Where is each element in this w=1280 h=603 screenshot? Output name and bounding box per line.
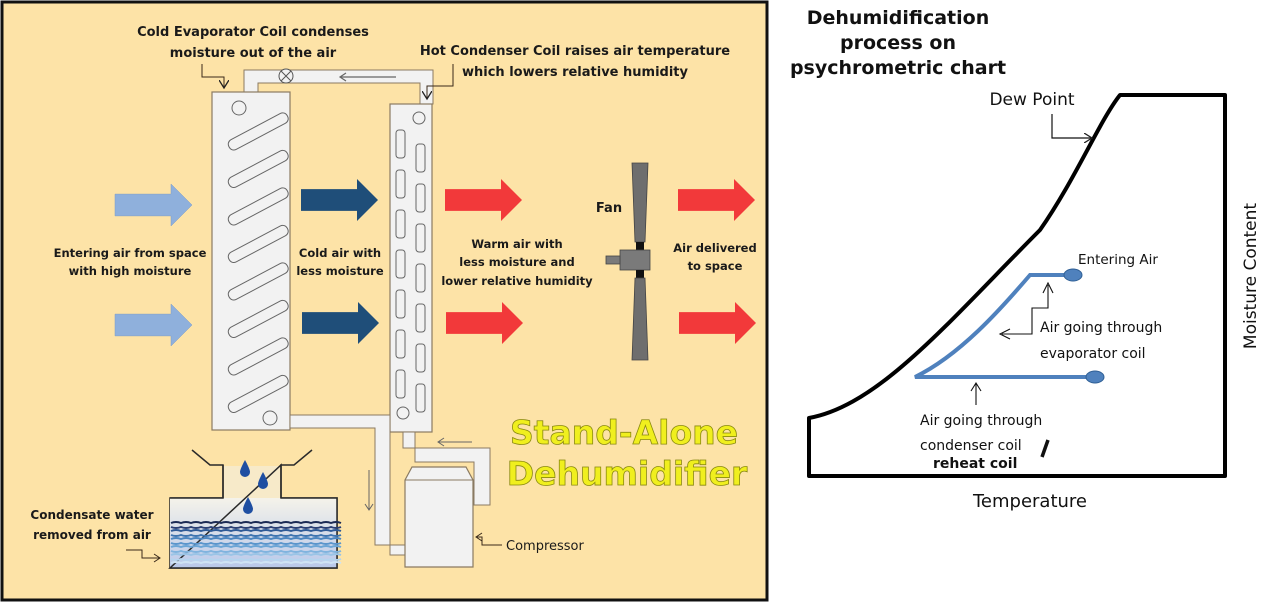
condensate-label-line2: removed from air — [33, 528, 151, 542]
evaporator-process-pointer-icon — [1002, 285, 1049, 335]
condenser-tube — [415, 303, 426, 333]
condenser-process-label-line2: condenser coil — [920, 438, 1022, 454]
cold-air-arrow — [302, 302, 379, 344]
water-wave — [170, 533, 342, 537]
saturation-curve-outline — [807, 93, 1227, 478]
evaporator-tube — [227, 187, 289, 226]
chart-title-line1: Dehumidification — [807, 7, 989, 29]
stand-alone-dehumidifier-panel: Compressor — [0, 0, 769, 602]
entering-air-label: Entering Air — [1078, 252, 1158, 268]
warm-air-label-line1: Warm air with — [471, 237, 562, 251]
refrigerant-pipe-top — [243, 68, 434, 105]
condensate-label-line1: Condensate water — [30, 508, 153, 522]
evaporator-tube — [227, 299, 289, 339]
water-wave — [170, 553, 342, 557]
condenser-coil — [389, 103, 433, 433]
condenser-tube — [415, 263, 426, 293]
condenser-process-label-line3: reheat coil — [933, 456, 1017, 472]
evaporator-process-label-line1: Air going through — [1040, 320, 1162, 336]
evaporator-label-line2: moisture out of the air — [170, 46, 337, 61]
condenser-tube — [415, 183, 426, 213]
water-wave — [170, 549, 342, 553]
condenser-tube — [415, 223, 426, 253]
flow-arrow-icon — [338, 72, 396, 82]
water-wave — [170, 557, 342, 561]
supply-air-point — [1085, 370, 1105, 384]
condenser-tube — [415, 383, 426, 413]
chart-title-line3: psychrometric chart — [790, 57, 1006, 79]
condensate-pointer-icon — [126, 549, 161, 563]
evaporator-coil — [211, 91, 291, 431]
condenser-label-line1: Hot Condenser Coil raises air temperatur… — [420, 44, 730, 59]
delivered-air-label-line1: Air delivered — [673, 241, 756, 255]
evaporator-tube — [227, 337, 289, 376]
condenser-tube — [395, 289, 406, 319]
slash-separator — [1040, 439, 1050, 458]
warm-air-label-line2: less moisture and — [459, 255, 574, 269]
water-wave — [170, 537, 342, 541]
water-wave — [170, 525, 342, 529]
condenser-tube — [415, 343, 426, 373]
water-wave — [170, 541, 342, 545]
water-wave — [170, 521, 342, 525]
water-wave — [170, 561, 342, 565]
evaporator-tube — [227, 224, 289, 264]
evaporator-tube — [227, 112, 289, 151]
fan-label: Fan — [596, 201, 622, 216]
warm-air-arrows — [445, 179, 523, 344]
diagram-title-line2: Dehumidifier — [507, 454, 748, 493]
delivered-air-arrows — [678, 179, 756, 344]
evaporator-label-line1: Cold Evaporator Coil condenses — [137, 25, 369, 40]
condenser-tube — [395, 329, 406, 359]
condenser-tube — [395, 209, 406, 239]
cold-air-label-line1: Cold air with — [299, 246, 381, 260]
entering-air-label-line2: with high moisture — [69, 264, 192, 278]
condenser-tube — [415, 143, 426, 173]
evaporator-process-label-line2: evaporator coil — [1040, 346, 1146, 362]
water-wave — [170, 545, 342, 549]
entering-air-arrow — [114, 183, 193, 227]
compressor-label: Compressor — [506, 539, 585, 554]
dew-point-label: Dew Point — [989, 90, 1074, 110]
delivered-air-arrow — [678, 179, 755, 221]
condenser-tube — [395, 249, 406, 279]
process-path-line — [914, 273, 1095, 379]
cold-air-arrows — [301, 179, 379, 344]
entering-air-label-line1: Entering air from space — [54, 246, 207, 260]
condenser-tube — [395, 169, 406, 199]
compressor-pointer-icon — [475, 532, 502, 546]
delivered-air-arrow — [679, 302, 756, 344]
evaporator-pointer-icon — [201, 64, 224, 88]
compressor: Compressor — [404, 466, 585, 568]
chart-title-line2: process on — [840, 32, 956, 54]
evaporator-tube — [227, 262, 289, 301]
diagram-title-line1: Stand-Alone — [510, 413, 738, 452]
evaporator-tube — [227, 374, 289, 414]
water-droplets-icon — [240, 460, 268, 514]
condenser-process-pointer-icon — [970, 381, 982, 405]
water-wave — [170, 529, 342, 533]
dew-point-pointer-icon — [1051, 114, 1092, 138]
condenser-tube — [395, 129, 406, 159]
x-axis-label: Temperature — [972, 491, 1087, 512]
warm-air-arrow — [445, 179, 522, 221]
delivered-air-label-line2: to space — [688, 259, 743, 273]
cold-air-arrow — [301, 179, 378, 221]
condensate-tank — [126, 449, 342, 569]
condenser-process-label-line1: Air going through — [920, 413, 1042, 429]
condenser-label-line2: which lowers relative humidity — [462, 65, 689, 80]
entering-air-point — [1063, 268, 1083, 282]
warm-air-arrow — [446, 302, 523, 344]
fan-icon — [605, 162, 651, 361]
warm-air-label-line3: lower relative humidity — [441, 274, 593, 288]
condenser-tube — [395, 369, 406, 399]
entering-air-arrow — [114, 303, 193, 347]
y-axis-label: Moisture Content — [1241, 203, 1261, 350]
psychrometric-chart-panel: Dehumidification process on psychrometri… — [790, 7, 1261, 512]
entering-air-arrows — [114, 183, 193, 347]
cold-air-label-line2: less moisture — [296, 264, 383, 278]
condenser-pointer-icon — [427, 64, 454, 99]
evaporator-tube — [227, 149, 289, 189]
